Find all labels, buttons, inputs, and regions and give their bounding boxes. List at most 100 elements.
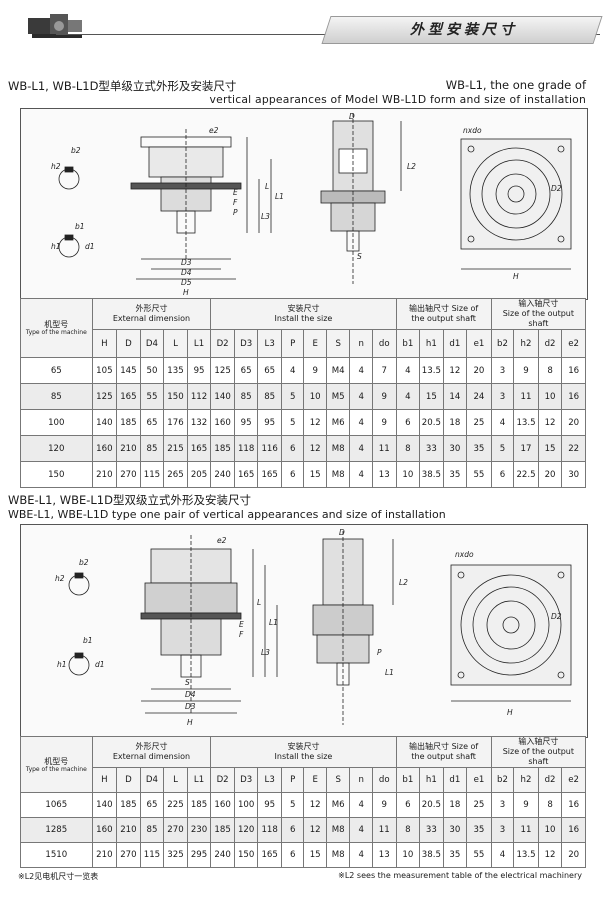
table-cell: 165 — [116, 383, 141, 410]
table-cell: 185 — [116, 409, 141, 436]
svg-text:S: S — [357, 252, 362, 261]
table-cell: 270 — [116, 842, 141, 868]
table-cell: 140 — [91, 409, 118, 436]
table-cell: 160 — [210, 409, 235, 436]
column-header-h: H — [91, 767, 118, 793]
reducer-logo-icon — [28, 14, 82, 38]
table-cell: 24 — [466, 383, 492, 410]
table-cell: 16 — [561, 383, 586, 410]
table-cell: 265 — [163, 461, 188, 488]
svg-text:b2: b2 — [71, 146, 81, 155]
table-cell: 65 — [139, 409, 165, 436]
table-cell: 125 — [210, 357, 235, 384]
table-cell: 125 — [91, 383, 118, 410]
table-cell: M8 — [325, 435, 351, 462]
svg-text:D2: D2 — [551, 612, 562, 621]
table-cell: 12 — [442, 357, 468, 384]
column-header-d4: D4 — [139, 767, 165, 793]
table-cell: 55 — [466, 842, 492, 868]
table-cell: 3 — [490, 792, 515, 818]
column-header-p: P — [280, 329, 305, 358]
table-cell: M5 — [325, 383, 351, 410]
section2-title-en: WBE-L1, WBE-L1D type one pair of vertica… — [8, 508, 446, 521]
table-cell: 13.5 — [513, 409, 539, 436]
model-cell: 65 — [20, 357, 93, 384]
table-cell: 4 — [395, 357, 421, 384]
model-cell: 100 — [20, 409, 93, 436]
table-cell: 150 — [233, 842, 259, 868]
table-cell: 8 — [537, 792, 563, 818]
column-header-h2: h2 — [513, 329, 539, 358]
table-cell: 55 — [139, 383, 165, 410]
table-cell: 165 — [233, 461, 259, 488]
svg-text:L: L — [257, 598, 261, 607]
table-cell: 30 — [561, 461, 586, 488]
table-cell: 85 — [139, 435, 165, 462]
table-cell: 100 — [233, 792, 259, 818]
table-cell: 270 — [116, 461, 141, 488]
section1-title-en-b: vertical appearances of Model WB-L1D for… — [209, 93, 586, 106]
footnote-right: ※L2 sees the measurement table of the el… — [338, 871, 582, 880]
table-cell: 95 — [257, 409, 282, 436]
column-header-d2: d2 — [537, 767, 563, 793]
svg-text:nxdo: nxdo — [455, 550, 474, 559]
table-cell: 18 — [442, 409, 468, 436]
table-cell: 20.5 — [419, 792, 444, 818]
column-header-l3: L3 — [257, 767, 282, 793]
table-cell: 9 — [303, 357, 327, 384]
column-header-d1: d1 — [442, 329, 468, 358]
table-cell: 9 — [371, 409, 397, 436]
table-cell: 3 — [490, 357, 515, 384]
table-cell: 185 — [210, 817, 235, 843]
svg-text:L1: L1 — [385, 668, 394, 677]
svg-text:h2: h2 — [51, 162, 61, 171]
table-cell: 210 — [91, 842, 118, 868]
table-cell: 4 — [490, 409, 515, 436]
table-cell: 118 — [257, 817, 282, 843]
column-header-d: D — [116, 767, 141, 793]
column-header-s: S — [325, 767, 351, 793]
table-cell: 55 — [466, 461, 492, 488]
table-cell: 10 — [537, 817, 563, 843]
table-cell: 25 — [466, 792, 492, 818]
svg-text:D3: D3 — [181, 258, 192, 267]
column-header-h2: h2 — [513, 767, 539, 793]
table-cell: 240 — [210, 461, 235, 488]
table-cell: 5 — [490, 435, 515, 462]
table-cell: 95 — [233, 409, 259, 436]
table-cell: M6 — [325, 409, 351, 436]
table-cell: 160 — [210, 792, 235, 818]
table-cell: 118 — [233, 435, 259, 462]
table-cell: 4 — [349, 435, 373, 462]
table-cell: 3 — [490, 817, 515, 843]
table-cell: 6 — [280, 461, 305, 488]
table-cell: 295 — [186, 842, 212, 868]
table-cell: 116 — [257, 435, 282, 462]
table-cell: 6 — [395, 792, 421, 818]
table-cell: 18 — [442, 792, 468, 818]
svg-text:L1: L1 — [269, 618, 278, 627]
table-cell: 15 — [303, 842, 327, 868]
column-header-s: S — [325, 329, 351, 358]
table-cell: 215 — [163, 435, 188, 462]
table-cell: 12 — [303, 435, 327, 462]
column-header-b1: b1 — [395, 329, 421, 358]
table-cell: 210 — [116, 817, 141, 843]
table-cell: 9 — [371, 792, 397, 818]
column-header-d1: d1 — [442, 767, 468, 793]
column-header-b2: b2 — [490, 767, 515, 793]
svg-text:D4: D4 — [185, 690, 196, 699]
table-cell: 165 — [186, 435, 212, 462]
table-cell: 160 — [91, 435, 118, 462]
table-cell: 95 — [186, 357, 212, 384]
column-header-e2: e2 — [561, 329, 586, 358]
